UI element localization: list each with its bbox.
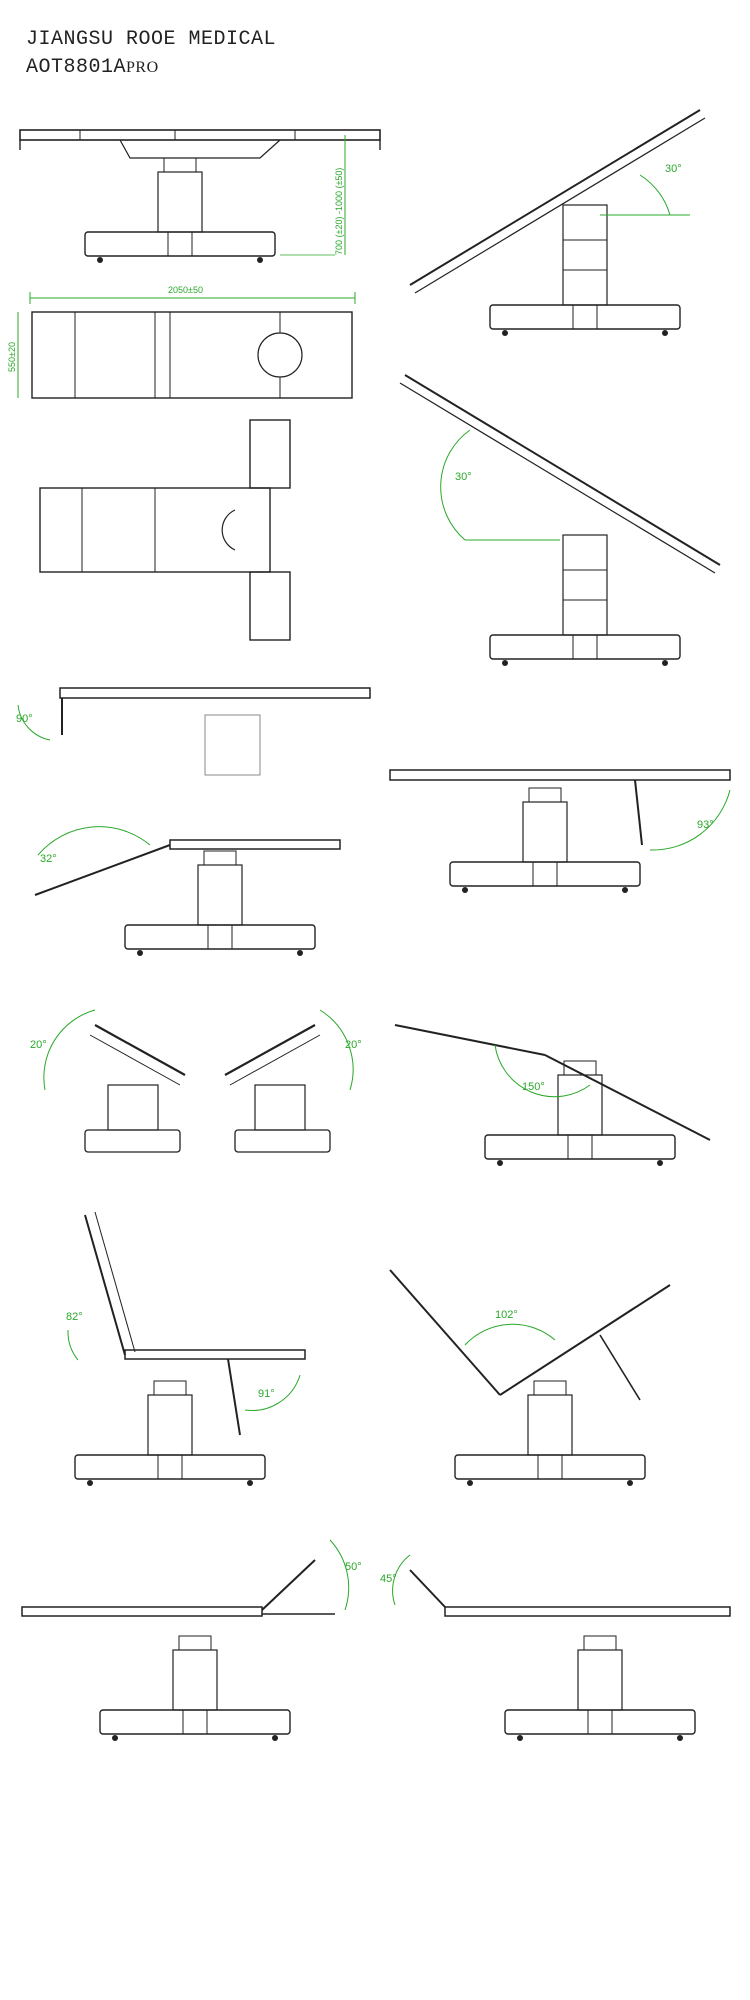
angle-label-head-up: 45° <box>380 1573 397 1585</box>
leg-up-view: 50° <box>21 1539 362 1742</box>
lateral-tilt-left-view: 20° <box>30 1009 186 1153</box>
angle-label-trendelenburg: 30° <box>665 163 682 175</box>
lateral-tilt-right-view: 20° <box>224 1009 362 1153</box>
reverse-trendelenburg-view: 30° <box>399 374 721 667</box>
angle-label-leg-91: 91° <box>258 1388 275 1400</box>
angle-label-back-tilt: 32° <box>40 853 57 865</box>
model-number: AOT8801A <box>26 56 127 79</box>
angle-label-head-down: 90° <box>16 713 33 725</box>
side-view-height: 700 (±20) -1000 (±50) <box>19 129 381 264</box>
top-view-dimensions: 2050±50 550±20 <box>7 285 356 399</box>
flex-view: 150° <box>394 1024 711 1167</box>
angle-label-tilt-left: 20° <box>30 1039 47 1051</box>
head-down-view: 90° <box>16 687 371 776</box>
trendelenburg-view: 30° <box>409 109 706 337</box>
reflex-view: 102° <box>389 1269 671 1487</box>
back-tilt-view: 32° <box>34 826 341 957</box>
angle-label-leg-down: 93° <box>697 819 714 831</box>
angle-label-leg-up: 50° <box>345 1561 362 1573</box>
angle-label-reflex: 102° <box>495 1309 518 1321</box>
leg-down-view: 93° <box>389 769 731 894</box>
width-dimension-label: 550±20 <box>7 342 17 372</box>
head-up-view: 45° <box>380 1554 731 1742</box>
height-dimension-label: 700 (±20) -1000 (±50) <box>334 168 344 255</box>
company-name: JIANGSU ROOE MEDICAL <box>26 28 277 51</box>
header: JIANGSU ROOE MEDICAL AOT8801APRO <box>26 26 276 82</box>
length-dimension-label: 2050±50 <box>168 285 203 295</box>
chair-position-view: 82° 91° <box>66 1211 306 1487</box>
angle-label-flex: 150° <box>522 1081 545 1093</box>
model-line: AOT8801APRO <box>26 54 276 82</box>
model-suffix: PRO <box>126 59 159 76</box>
angle-label-reverse: 30° <box>455 471 472 483</box>
angle-label-tilt-right: 20° <box>345 1039 362 1051</box>
angle-label-back-82: 82° <box>66 1311 83 1323</box>
top-view-arm-boards <box>39 419 291 641</box>
